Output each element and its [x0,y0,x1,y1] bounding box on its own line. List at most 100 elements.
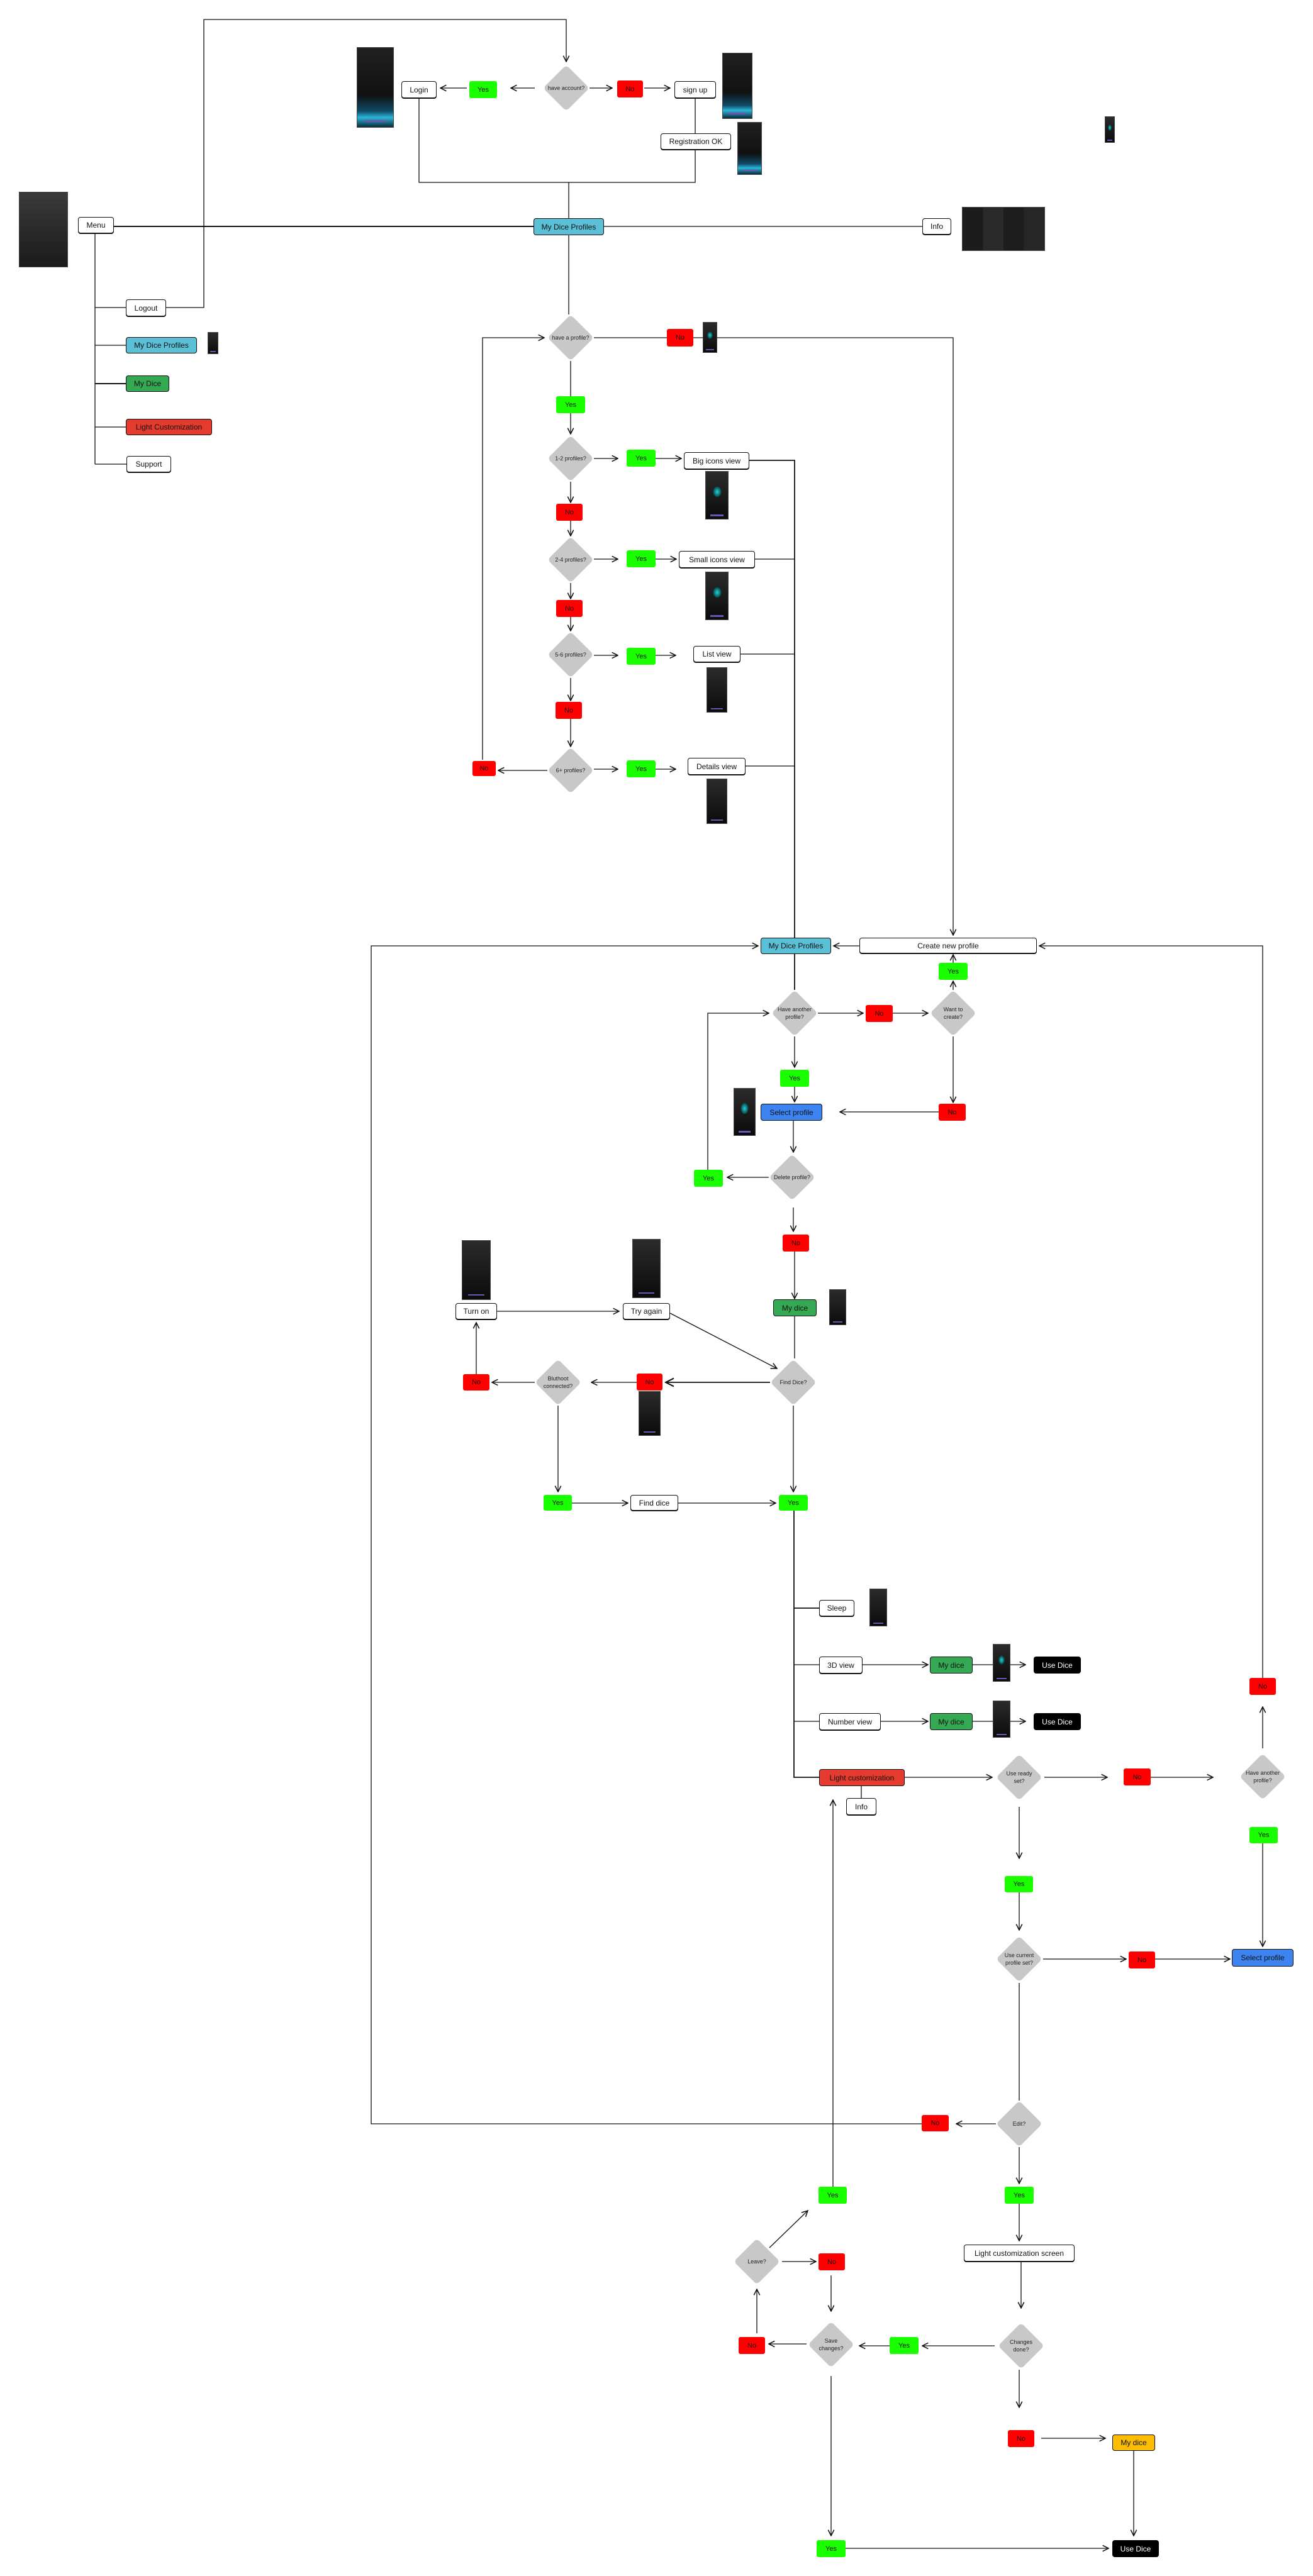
list-view-node[interactable]: List view [693,646,740,662]
yes-label: Yes [779,1495,808,1511]
use-ready-set-decision[interactable]: Use ready set? [995,1753,1043,1801]
no-label: No [739,2337,765,2354]
menu-screen-thumbnail [19,192,68,267]
no-label: No [1008,2430,1034,2447]
decision-text: Have another profile? [1245,1770,1280,1784]
create-new-profile-node[interactable]: Create new profile [859,938,1037,953]
yes-label: Yes [627,450,656,467]
light-info-node[interactable]: Info [846,1798,876,1815]
select-profile-node-2[interactable]: Select profile [1232,1949,1293,1967]
have-account-decision[interactable]: have account? [542,64,590,112]
changes-done-decision[interactable]: Changes done? [997,2322,1045,2370]
decision-text: Leave? [747,2258,766,2265]
decision-text: have a profile? [552,335,589,341]
3d-dice-screen-thumbnail [993,1644,1010,1682]
yes-label: Yes [469,81,497,98]
find-dice-decision[interactable]: Find Dice? [769,1358,817,1406]
login-screen-thumbnail [357,47,394,128]
decision-text: Have another profile? [777,1006,812,1020]
registration-screen-thumbnail [737,122,762,175]
light-customization-node[interactable]: Light customization [819,1769,905,1786]
yes-label: Yes [890,2337,919,2354]
yes-label: Yes [627,760,656,777]
sign-up-node[interactable]: sign up [674,81,716,98]
select-profile-node[interactable]: Select profile [761,1104,822,1121]
my-dice-final-node[interactable]: My dice [1112,2434,1155,2451]
sleep-node[interactable]: Sleep [819,1600,854,1616]
sign-up-screen-thumbnail [722,53,752,119]
decision-text: Changes done? [1009,2339,1033,2353]
no-label: No [667,329,693,347]
menu-item-light-customization[interactable]: Light Customization [126,419,212,435]
use-dice-3d-button[interactable]: Use Dice [1034,1657,1081,1674]
use-current-profile-set-decision[interactable]: Use current profile set? [995,1935,1043,1983]
no-label: No [472,761,496,776]
find-dice-node[interactable]: Find dice [630,1495,678,1511]
my-dice-3d-node[interactable]: My dice [930,1657,973,1674]
no-label: No [819,2253,845,2270]
five-six-profiles-decision[interactable]: 5-6 profiles? [547,631,595,679]
dice-screen-thumbnail [1105,116,1115,143]
3d-view-node[interactable]: 3D view [819,1657,863,1674]
two-four-profiles-decision[interactable]: 2-4 profiles? [547,536,595,584]
use-dice-number-button[interactable]: Use Dice [1034,1713,1081,1730]
decision-text: Use current profile set? [1004,1952,1034,1966]
menu-item-support[interactable]: Support [126,456,171,472]
login-node[interactable]: Login [401,81,437,98]
yes-label: Yes [939,963,968,980]
delete-profile-decision[interactable]: Delete profile? [768,1153,816,1201]
try-again-node[interactable]: Try again [623,1303,670,1319]
decision-text: Want to create? [943,1006,963,1020]
one-two-profiles-decision[interactable]: 1-2 profiles? [547,435,595,482]
select-profile-screen-thumbnail [734,1088,756,1136]
my-dice-profiles-main-node[interactable]: My Dice Profiles [534,218,604,235]
small-icons-screen-thumbnail [705,572,729,620]
bluetooth-connected-decision[interactable]: Bluthoot connected? [534,1358,582,1406]
yes-label: Yes [1005,2187,1034,2204]
my-dice-number-node[interactable]: My dice [930,1713,973,1730]
decision-text: 2-4 profiles? [555,557,586,563]
use-dice-final-button[interactable]: Use Dice [1112,2540,1159,2557]
small-icons-view-node[interactable]: Small icons view [679,551,755,568]
no-label: No [556,600,583,617]
decision-text: 6+ profiles? [556,767,586,774]
have-another-profile-decision-2[interactable]: Have another profile? [1239,1753,1287,1801]
want-to-create-decision[interactable]: Want to create? [929,989,977,1037]
menu-item-logout[interactable]: Logout [126,299,166,316]
menu-item-my-dice-profiles[interactable]: My Dice Profiles [126,337,197,353]
leave-decision[interactable]: Leave? [733,2238,781,2285]
six-plus-profiles-decision[interactable]: 6+ profiles? [547,747,595,794]
light-customization-screen-node[interactable]: Light customization screen [964,2245,1075,2262]
decision-text: Bluthoot connected? [543,1375,573,1389]
no-label: No [463,1374,489,1391]
decision-text: Find Dice? [779,1379,807,1385]
empty-profile-screen-thumbnail [703,322,717,353]
sleep-screen-thumbnail [869,1589,887,1626]
decision-text: Delete profile? [773,1174,811,1180]
yes-label: Yes [556,396,585,413]
turn-on-node[interactable]: Turn on [455,1303,497,1319]
save-changes-decision[interactable]: Save changes? [807,2321,855,2368]
details-view-node[interactable]: Details view [688,758,746,775]
yes-label: Yes [817,2540,846,2557]
my-dice-node[interactable]: My dice [773,1299,817,1316]
my-dice-screen-thumbnail [829,1289,846,1325]
have-another-profile-decision[interactable]: Have another profile? [771,989,819,1037]
decision-text: have account? [547,85,585,91]
big-icons-view-node[interactable]: Big icons view [684,452,749,469]
number-view-node[interactable]: Number view [819,1713,881,1730]
profiles-screen-thumbnail [208,332,218,354]
menu-node[interactable]: Menu [78,217,114,233]
yes-label: Yes [780,1070,809,1087]
no-label: No [556,504,583,521]
edit-decision[interactable]: Edit? [995,2100,1043,2148]
registration-ok-node[interactable]: Registration OK [661,133,731,150]
yes-label: Yes [627,550,656,567]
have-profile-decision[interactable]: have a profile? [547,314,595,362]
info-node[interactable]: Info [922,218,951,235]
yes-label: Yes [1249,1827,1278,1843]
menu-item-my-dice[interactable]: My Dice [126,375,169,392]
list-view-screen-thumbnail [707,667,727,713]
my-dice-profiles-node[interactable]: My Dice Profiles [761,938,831,954]
